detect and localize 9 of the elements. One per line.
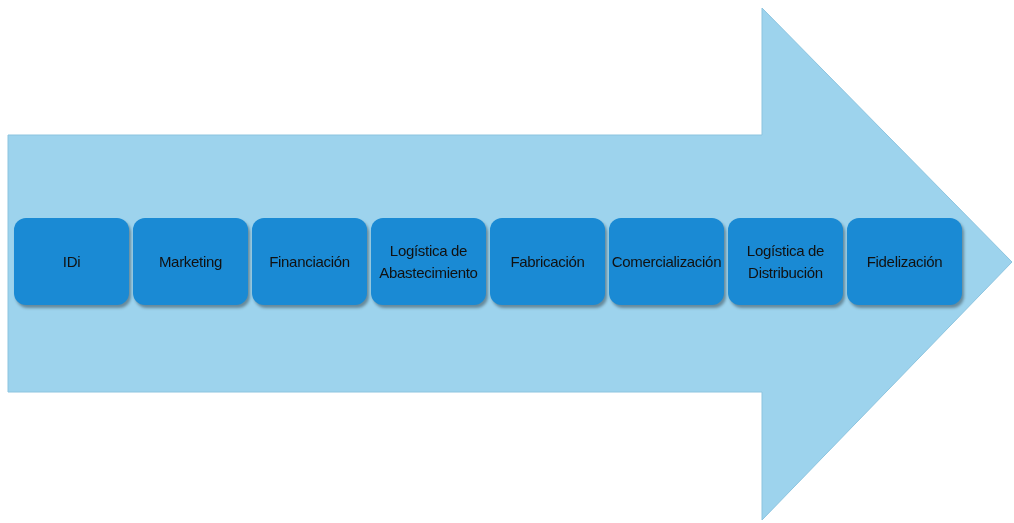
process-box: Fidelización [847,218,962,305]
process-box: Logística de Distribución [728,218,843,305]
process-box: Fabricación [490,218,605,305]
process-box: Financiación [252,218,367,305]
process-box: IDi [14,218,129,305]
process-box: Marketing [133,218,248,305]
process-box: Comercialización [609,218,724,305]
arrow-band [6,6,1014,522]
process-box: Logística de Abastecimiento [371,218,486,305]
